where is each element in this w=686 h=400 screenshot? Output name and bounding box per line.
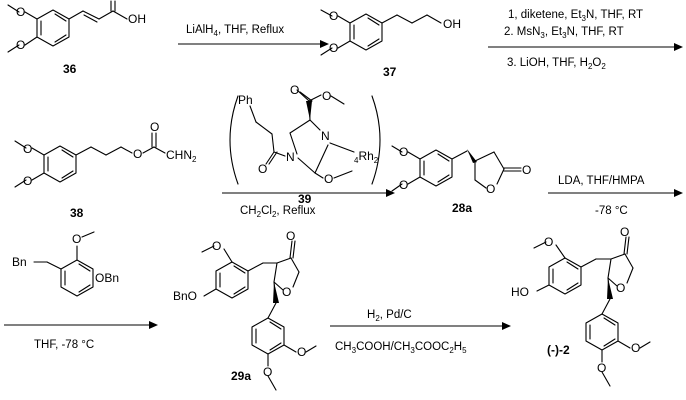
atom-Ph: Ph — [238, 93, 253, 107]
atom-OBn: OBn — [95, 271, 119, 285]
step3-conditions: CH2Cl2, Reflux — [240, 205, 316, 219]
atom-N: N — [286, 150, 295, 164]
atom-O: O — [72, 232, 81, 246]
compound-label-2: (-)-2 — [547, 343, 570, 357]
atom-O: O — [486, 182, 495, 196]
atom-O: O — [322, 89, 331, 103]
compound-38: O O O O CHN2 38 — [14, 120, 197, 220]
atom-O: O — [133, 147, 142, 161]
reaction-arrow-6: H2, Pd/C CH3COOH/CH3COOC2H5 — [330, 309, 511, 355]
step1-conditions: LiAlH4, THF, Reflux — [186, 24, 284, 38]
compound-label-39: 39 — [298, 192, 312, 206]
atom-O: O — [23, 142, 32, 156]
compound-label-29a: 29a — [231, 369, 251, 383]
step4-line1: LDA, THF/HMPA — [558, 175, 645, 187]
atom-O: O — [620, 225, 629, 239]
atom-N: N — [321, 129, 330, 143]
reaction-arrow-3: CH2Cl2, Reflux — [222, 189, 395, 219]
atom-O: O — [258, 162, 267, 176]
atom-O: O — [16, 38, 25, 52]
atom-O: O — [399, 178, 408, 192]
compound-2: O HO O O O O (-)-2 — [511, 225, 651, 387]
step2-line3: 3. LiOH, THF, H2O2 — [507, 57, 606, 71]
atom-O: O — [23, 174, 32, 188]
step4-line2: -78 °C — [595, 205, 628, 217]
compound-28a: O O O O 28a — [391, 145, 531, 215]
atom-O: O — [263, 365, 272, 379]
compound-label-37: 37 — [383, 65, 397, 79]
atom-Bn: Bn — [12, 255, 27, 269]
step5-conditions: THF, -78 °C — [34, 339, 94, 351]
atom-O: O — [329, 41, 338, 55]
catalyst-39: Ph O N N O O O 4Rh2 39 — [229, 83, 381, 206]
reaction-arrow-5: THF, -78 °C — [4, 321, 158, 351]
atom-O: O — [329, 9, 338, 23]
compound-36: O O OH 36 — [7, 0, 146, 76]
atom-O: O — [544, 235, 553, 249]
compound-29a: O BnO O O O O 29a — [173, 229, 317, 391]
atom-O: O — [616, 281, 625, 295]
atom-O: O — [282, 285, 291, 299]
benzyl-reagent: Bn O OBn — [12, 231, 119, 297]
compound-label-36: 36 — [63, 62, 77, 76]
atom-O: O — [286, 229, 295, 243]
atom-O: O — [212, 239, 221, 253]
atom-O: O — [399, 145, 408, 159]
step6-line2: CH3COOH/CH3COOC2H5 — [335, 341, 467, 355]
compound-label-28a: 28a — [452, 201, 472, 215]
atom-Rh2: 4Rh2 — [354, 149, 379, 165]
atom-CHN2: CHN2 — [166, 148, 197, 164]
atom-O: O — [297, 345, 306, 359]
step2-line2: 2. MsN3, Et3N, THF, RT — [504, 26, 624, 40]
reaction-arrow-1: LiAlH4, THF, Reflux — [178, 24, 329, 48]
reaction-arrow-4: LDA, THF/HMPA -78 °C — [548, 175, 683, 217]
step6-line1: H2, Pd/C — [367, 309, 412, 323]
atom-O: O — [16, 5, 25, 19]
atom-O: O — [290, 83, 299, 97]
atom-O: O — [324, 172, 333, 186]
compound-label-38: 38 — [70, 206, 84, 220]
atom-OH: OH — [443, 17, 461, 31]
atom-O: O — [150, 120, 159, 134]
compound-37: O O OH 37 — [320, 9, 461, 79]
atom-O: O — [597, 361, 606, 375]
atom-O: O — [522, 163, 531, 177]
atom-O: O — [631, 341, 640, 355]
step2-line1: 1, diketene, Et3N, THF, RT — [508, 9, 643, 23]
atom-OH: OH — [128, 12, 146, 26]
atom-BnO: BnO — [173, 289, 197, 303]
atom-HO: HO — [511, 285, 529, 299]
reaction-arrow-2: 1, diketene, Et3N, THF, RT 2. MsN3, Et3N… — [488, 9, 683, 71]
